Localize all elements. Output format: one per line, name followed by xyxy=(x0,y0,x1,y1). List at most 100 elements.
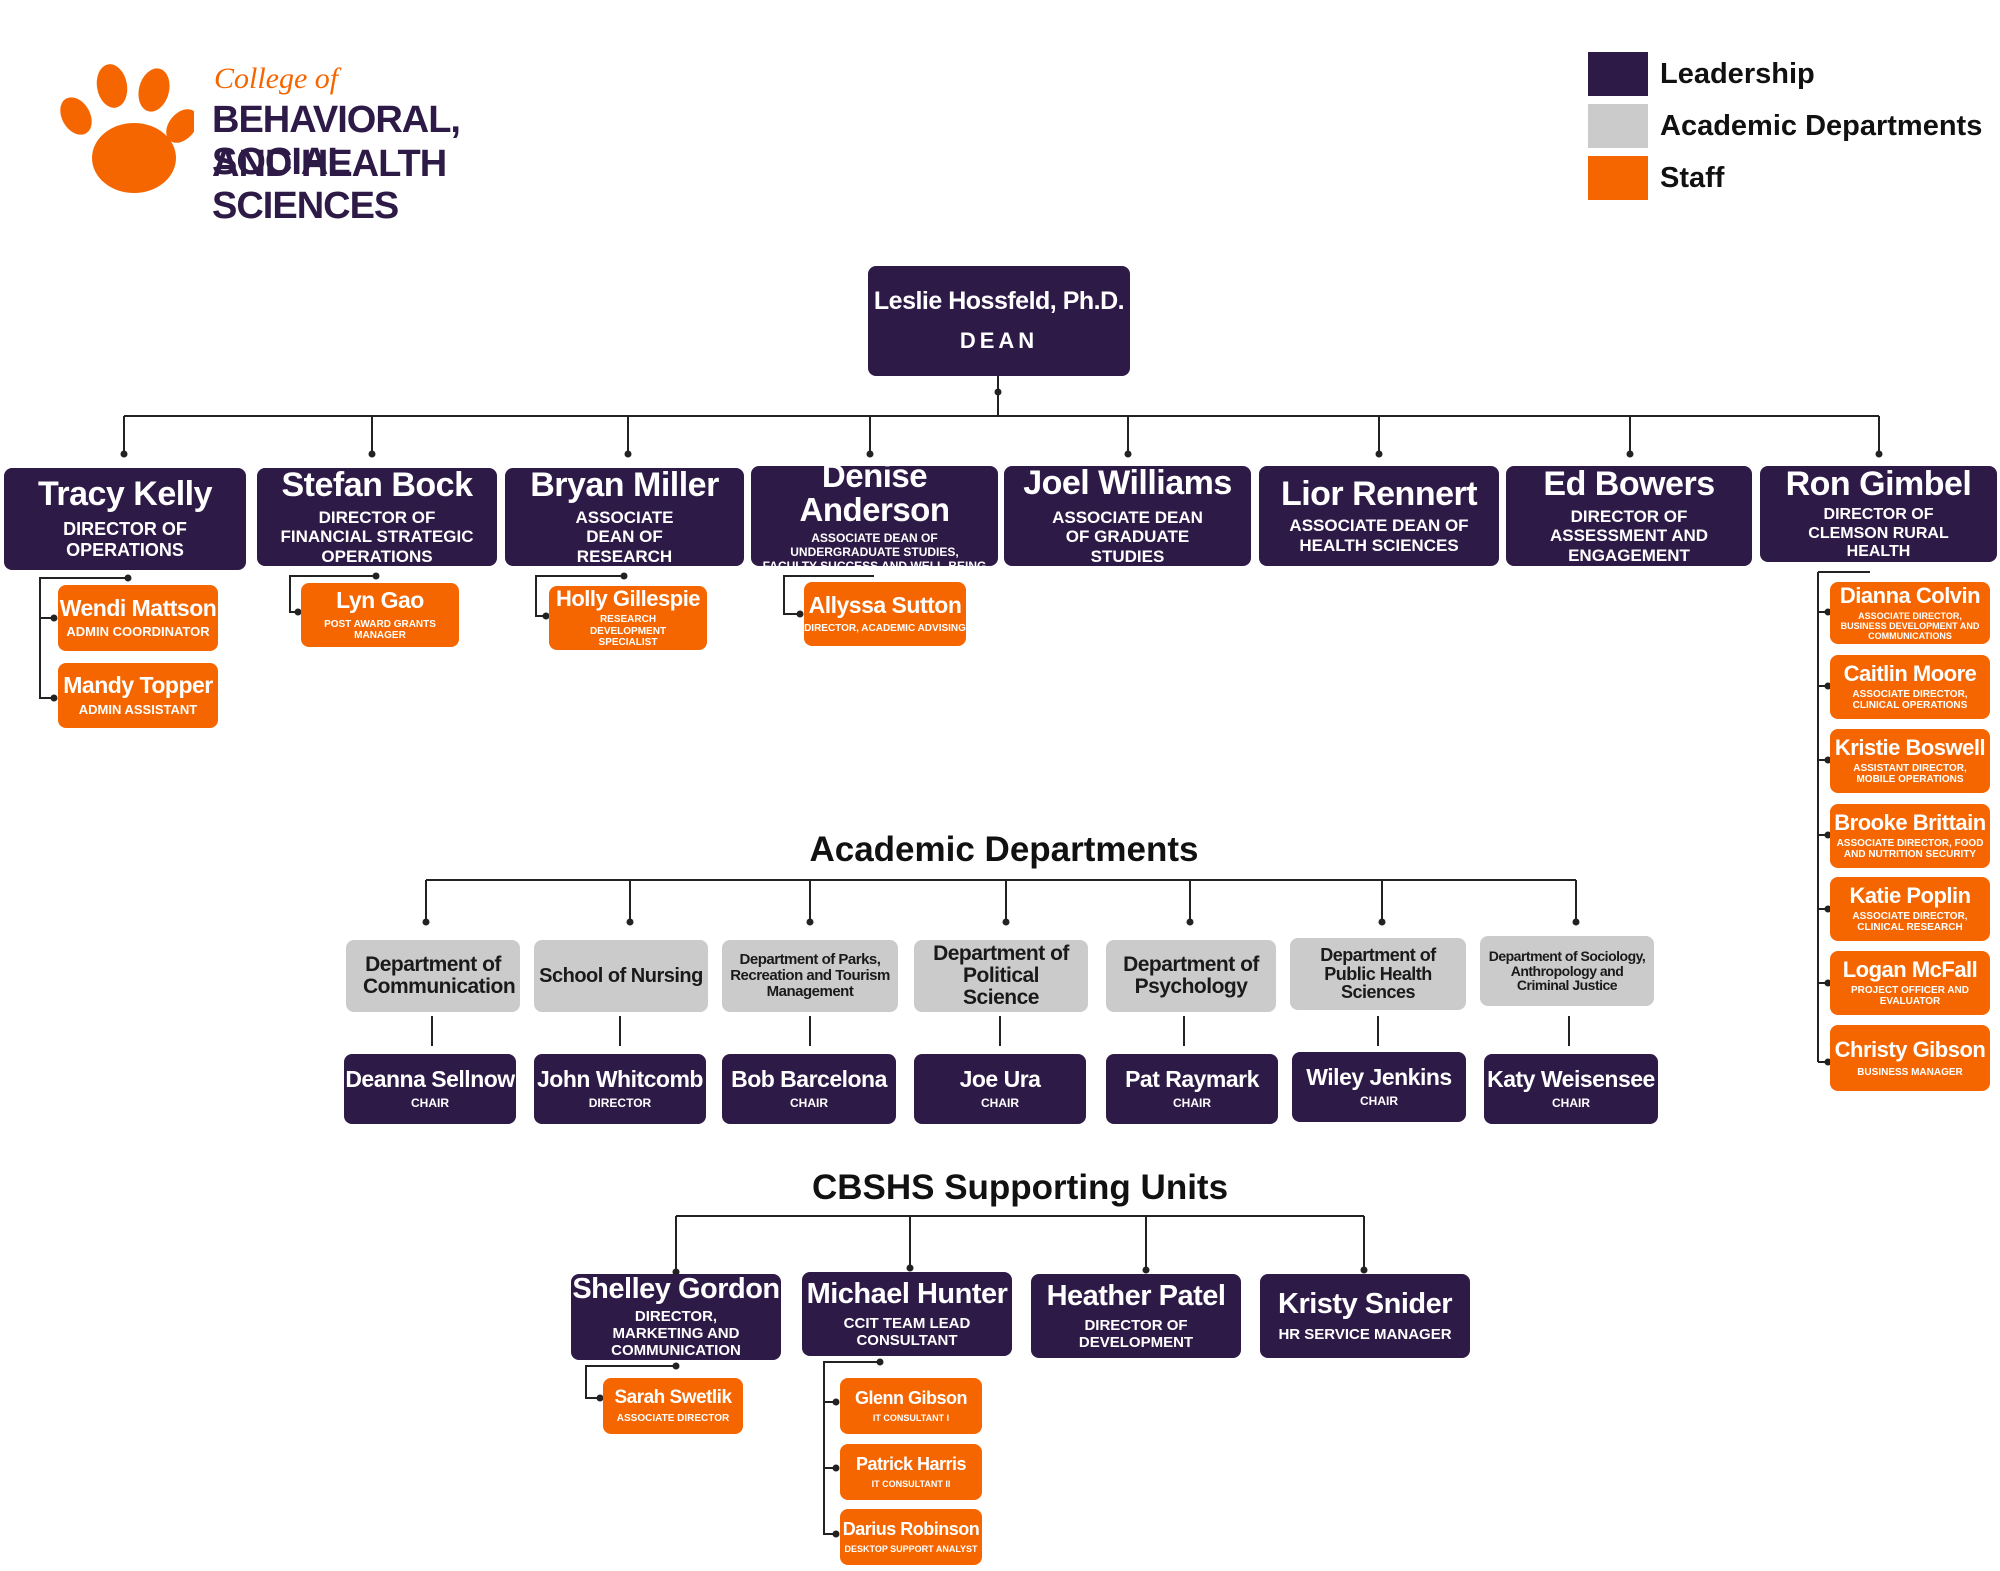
staff-title: DESKTOP SUPPORT ANALYST xyxy=(844,1543,978,1554)
chair-katy-weisensee: Katy Weisensee CHAIR xyxy=(1484,1054,1658,1124)
staff-glenn-gibson: Glenn Gibson IT CONSULTANT I xyxy=(840,1378,982,1434)
chair-name: Pat Raymark xyxy=(1125,1066,1259,1093)
leader-name: Ron Gimbel xyxy=(1785,464,1972,503)
staff-title: ASSOCIATE DIRECTOR xyxy=(616,1412,730,1424)
staff-name: Darius Robinson xyxy=(842,1518,980,1539)
chair-title: CHAIR xyxy=(411,1096,449,1111)
legend-swatch-academic xyxy=(1588,104,1648,148)
dept-name: Department of Sociology, Anthropology an… xyxy=(1488,947,1646,994)
staff-holly-gillespie: Holly Gillespie RESEARCH DEVELOPMENT SPE… xyxy=(549,586,707,650)
leader-tracy-kelly: Tracy Kelly DIRECTOR OF OPERATIONS xyxy=(4,468,246,570)
staff-name: Mandy Topper xyxy=(63,672,213,699)
leader-denise-anderson: Denise Anderson ASSOCIATE DEAN OF UNDERG… xyxy=(751,458,998,573)
chair-wiley-jenkins: Wiley Jenkins CHAIR xyxy=(1292,1052,1466,1122)
staff-name: Wendi Mattson xyxy=(59,594,217,621)
chair-name: Deanna Sellnow xyxy=(345,1066,515,1093)
chair-deanna-sellnow: Deanna Sellnow CHAIR xyxy=(344,1054,516,1124)
staff-caitlin-moore: Caitlin Moore ASSOCIATE DIRECTOR, CLINIC… xyxy=(1830,655,1990,719)
unit-title: DIRECTOR, MARKETING AND COMMUNICATION xyxy=(611,1307,741,1360)
staff-title: IT CONSULTANT I xyxy=(872,1412,950,1423)
unit-name: Kristy Snider xyxy=(1278,1288,1453,1321)
leader-title: DIRECTOR OF ASSESSMENT AND ENGAGEMENT xyxy=(1549,506,1709,565)
chair-title: CHAIR xyxy=(1552,1096,1590,1111)
logo-line-2: BEHAVIORAL, SOCIAL xyxy=(212,99,461,183)
staff-kristie-boswell: Kristie Boswell ASSISTANT DIRECTOR, MOBI… xyxy=(1830,729,1990,793)
academic-heading: Academic Departments xyxy=(809,830,1199,869)
staff-allyssa-sutton: Allyssa Sutton DIRECTOR, ACADEMIC ADVISI… xyxy=(804,582,966,646)
legend-academic: Academic Departments xyxy=(1588,104,1982,148)
dept-nursing: School of Nursing xyxy=(534,940,708,1012)
unit-name: Shelley Gordon xyxy=(572,1273,780,1306)
staff-name: Sarah Swetlik xyxy=(614,1386,732,1408)
chair-name: Wiley Jenkins xyxy=(1306,1064,1452,1091)
staff-dianna-colvin: Dianna Colvin ASSOCIATE DIRECTOR, BUSINE… xyxy=(1830,582,1990,644)
staff-name: Dianna Colvin xyxy=(1839,583,1981,609)
leader-title: DIRECTOR OF OPERATIONS xyxy=(63,519,187,560)
chair-pat-raymark: Pat Raymark CHAIR xyxy=(1106,1054,1278,1124)
staff-patrick-harris: Patrick Harris IT CONSULTANT II xyxy=(840,1444,982,1500)
staff-title: ASSOCIATE DIRECTOR, CLINICAL RESEARCH xyxy=(1852,910,1968,934)
staff-title: IT CONSULTANT II xyxy=(871,1478,951,1489)
chair-bob-barcelona: Bob Barcelona CHAIR xyxy=(722,1054,896,1124)
leader-title: DIRECTOR OF FINANCIAL STRATEGIC OPERATIO… xyxy=(280,507,474,566)
leader-lior-rennert: Lior Rennert ASSOCIATE DEAN OF HEALTH SC… xyxy=(1259,466,1499,566)
leader-ron-gimbel: Ron Gimbel DIRECTOR OF CLEMSON RURAL HEA… xyxy=(1760,466,1997,562)
dept-name: Department of Communication xyxy=(363,952,516,998)
dean-name: Leslie Hossfeld, Ph.D. xyxy=(873,287,1125,316)
legend-label: Leadership xyxy=(1660,57,1815,90)
staff-mandy-topper: Mandy Topper ADMIN ASSISTANT xyxy=(58,663,218,728)
staff-name: Christy Gibson xyxy=(1834,1036,1986,1062)
legend-leadership: Leadership xyxy=(1588,52,1815,96)
unit-heather-patel: Heather Patel DIRECTOR OF DEVELOPMENT xyxy=(1031,1274,1241,1358)
staff-name: Holly Gillespie xyxy=(555,586,701,612)
staff-title: ADMIN ASSISTANT xyxy=(78,701,198,717)
staff-name: Patrick Harris xyxy=(855,1453,967,1474)
dept-public-health: Department of Public Health Sciences xyxy=(1290,938,1466,1010)
leader-stefan-bock: Stefan Bock DIRECTOR OF FINANCIAL STRATE… xyxy=(257,465,497,566)
dept-psychology: Department of Psychology xyxy=(1106,940,1276,1012)
staff-name: Logan McFall xyxy=(1842,957,1978,983)
staff-lyn-gao: Lyn Gao POST AWARD GRANTS MANAGER xyxy=(301,583,459,647)
leader-joel-williams: Joel Williams ASSOCIATE DEAN OF GRADUATE… xyxy=(1004,465,1251,566)
staff-title: POST AWARD GRANTS MANAGER xyxy=(324,618,436,642)
staff-darius-robinson: Darius Robinson DESKTOP SUPPORT ANALYST xyxy=(840,1509,982,1565)
leader-name: Ed Bowers xyxy=(1543,464,1715,503)
chair-title: CHAIR xyxy=(790,1096,828,1111)
support-heading: CBSHS Supporting Units xyxy=(811,1168,1229,1207)
staff-title: ASSOCIATE DIRECTOR, FOOD AND NUTRITION S… xyxy=(1836,837,1984,861)
staff-christy-gibson: Christy Gibson BUSINESS MANAGER xyxy=(1830,1025,1990,1091)
staff-logan-mcfall: Logan McFall PROJECT OFFICER AND EVALUAT… xyxy=(1830,951,1990,1015)
dept-name: Department of Public Health Sciences xyxy=(1320,944,1436,1003)
chair-title: CHAIR xyxy=(1360,1094,1398,1109)
staff-title: PROJECT OFFICER AND EVALUATOR xyxy=(1851,984,1969,1008)
logo-college-of: College of xyxy=(214,62,339,95)
leader-name: Lior Rennert xyxy=(1280,474,1478,513)
staff-name: Allyssa Sutton xyxy=(808,592,962,619)
chair-name: Bob Barcelona xyxy=(731,1066,887,1093)
unit-michael-hunter: Michael Hunter CCIT TEAM LEAD CONSULTANT xyxy=(802,1272,1012,1356)
college-logo: College of BEHAVIORAL, SOCIAL AND HEALTH… xyxy=(54,58,564,227)
leader-bryan-miller: Bryan Miller ASSOCIATE DEAN OF RESEARCH xyxy=(505,467,744,566)
chair-name: Joe Ura xyxy=(959,1066,1041,1093)
leader-name: Stefan Bock xyxy=(281,465,474,504)
unit-name: Michael Hunter xyxy=(806,1277,1008,1310)
unit-kristy-snider: Kristy Snider HR SERVICE MANAGER xyxy=(1260,1274,1470,1358)
legend-label: Staff xyxy=(1660,161,1725,194)
unit-title: DIRECTOR OF DEVELOPMENT xyxy=(1078,1316,1194,1352)
staff-name: Caitlin Moore xyxy=(1843,661,1977,687)
staff-wendi-mattson: Wendi Mattson ADMIN COORDINATOR xyxy=(58,585,218,651)
dept-political-science: Department of Political Science xyxy=(914,940,1088,1012)
dept-name: School of Nursing xyxy=(539,964,703,987)
staff-name: Brooke Brittain xyxy=(1834,810,1986,836)
unit-name: Heather Patel xyxy=(1046,1279,1226,1312)
dept-name: Department of Psychology xyxy=(1123,952,1259,998)
dept-sociology: Department of Sociology, Anthropology an… xyxy=(1480,936,1654,1006)
staff-name: Kristie Boswell xyxy=(1834,735,1986,761)
leader-title: ASSOCIATE DEAN OF GRADUATE STUDIES xyxy=(1052,507,1203,566)
staff-title: ASSISTANT DIRECTOR, MOBILE OPERATIONS xyxy=(1853,762,1967,786)
leader-title: DIRECTOR OF CLEMSON RURAL HEALTH xyxy=(1808,506,1949,561)
staff-title: ADMIN COORDINATOR xyxy=(66,624,210,640)
legend-swatch-staff xyxy=(1588,156,1648,200)
staff-title: ASSOCIATE DIRECTOR, CLINICAL OPERATIONS xyxy=(1852,688,1968,712)
